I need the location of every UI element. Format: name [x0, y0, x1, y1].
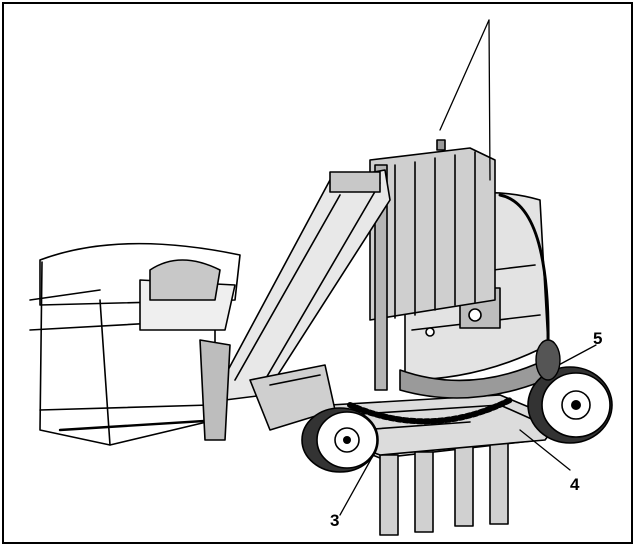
callout-4: 4	[570, 475, 580, 494]
front-right-wheel	[527, 366, 613, 444]
jib-arm	[219, 169, 391, 401]
slewing-chain	[347, 397, 513, 425]
callout-3: 3	[330, 511, 340, 530]
middle-wheel	[535, 339, 561, 381]
callout-5: 5	[593, 329, 603, 348]
telescopic-mast	[369, 139, 496, 391]
operator-basket	[29, 242, 241, 446]
rear-left-wheel	[301, 407, 379, 473]
leader-lines	[339, 19, 597, 516]
